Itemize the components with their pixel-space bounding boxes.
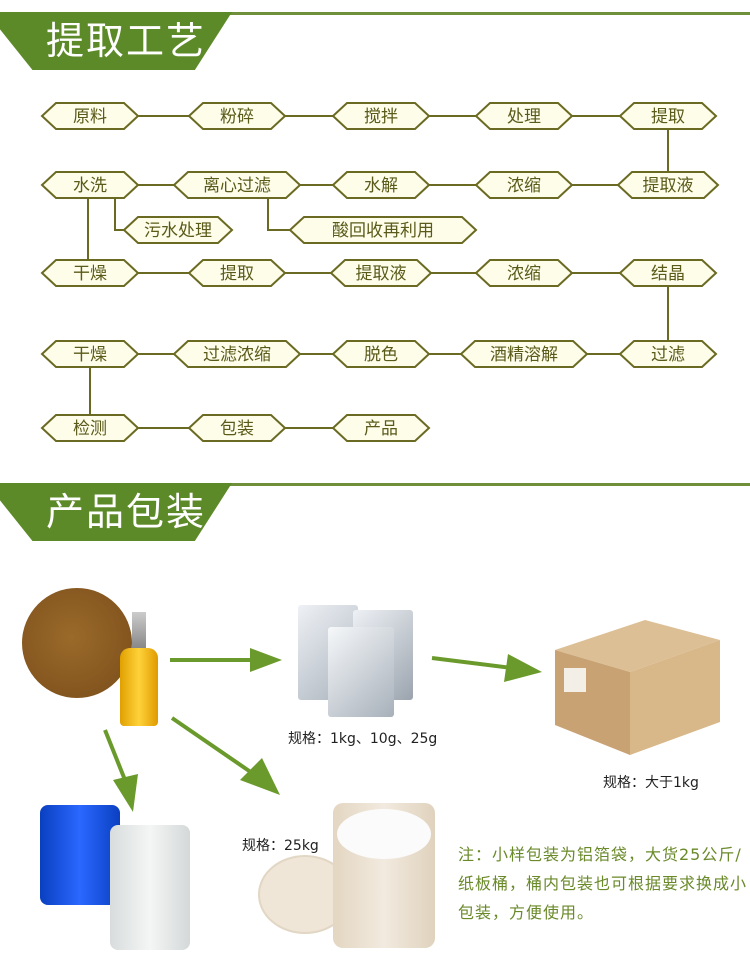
hexagon-shape: [172, 340, 302, 368]
flow-node-label: 粉碎: [220, 107, 254, 127]
oil-bottle-image: [118, 612, 160, 727]
arrow-to-box: [431, 656, 513, 670]
flow-node-label: 污水处理: [144, 221, 212, 241]
bag-spec: 规格：1kg、10g、25g: [288, 731, 438, 747]
foil-bags-image: [298, 605, 418, 717]
flow-node: 处理: [474, 102, 574, 130]
flow-node: 过滤浓缩: [172, 340, 302, 368]
flow-node: 水洗: [40, 171, 140, 199]
flow-node-label: 过滤浓缩: [203, 345, 271, 365]
flow-node: 污水处理: [122, 216, 234, 244]
packaging-section-title: 产品包装: [0, 483, 232, 541]
hexagon-shape: [40, 102, 140, 130]
hexagon-shape: [618, 340, 718, 368]
flow-node-label: 包装: [220, 419, 254, 439]
hexagon-shape: [474, 259, 574, 287]
flow-node: 水解: [331, 171, 431, 199]
flow-node-label: 提取: [651, 107, 685, 127]
drum-spec: 规格：25kg: [242, 838, 319, 854]
hexagon-shape: [288, 216, 478, 244]
hexagon-shape: [474, 171, 574, 199]
hexagon-shape: [40, 259, 140, 287]
white-jerrycan-image: [110, 825, 190, 950]
flow-node-label: 酸回收再利用: [332, 221, 434, 241]
hexagon-shape: [187, 259, 287, 287]
flow-node-label: 结晶: [651, 264, 685, 284]
flow-node-label: 处理: [507, 107, 541, 127]
flow-node: 离心过滤: [172, 171, 302, 199]
flow-node: 酒精溶解: [459, 340, 589, 368]
process-flowchart: 原料粉碎搅拌处理提取水洗离心过滤水解浓缩提取液干燥提取提取液浓缩结晶干燥过滤浓缩…: [40, 102, 720, 442]
flow-node: 结晶: [618, 259, 718, 287]
flow-node-label: 酒精溶解: [490, 345, 558, 365]
flow-node: 检测: [40, 414, 140, 442]
packaging-note: 注：小样包装为铝箔袋，大货25公斤/纸板桶，桶内包装也可根据要求换成小包装，方便…: [458, 845, 748, 922]
arrow-to-cans: [103, 729, 127, 781]
hexagon-shape: [40, 340, 140, 368]
hexagon-shape: [459, 340, 589, 368]
packaging-arrows: [103, 648, 542, 812]
flow-node: 脱色: [331, 340, 431, 368]
flow-node: 酸回收再利用: [288, 216, 478, 244]
hexagon-shape: [172, 171, 302, 199]
hexagon-shape: [329, 259, 433, 287]
blue-jerrycan-image: [40, 805, 120, 905]
hexagon-shape: [331, 340, 431, 368]
flow-node: 干燥: [40, 340, 140, 368]
flow-node-label: 浓缩: [507, 264, 541, 284]
hexagon-shape: [618, 102, 718, 130]
hexagon-shape: [616, 171, 720, 199]
section-divider: [0, 483, 750, 486]
flow-node: 提取: [618, 102, 718, 130]
flow-node-label: 提取液: [643, 176, 694, 196]
flow-node: 过滤: [618, 340, 718, 368]
hexagon-shape: [331, 102, 431, 130]
hexagon-shape: [474, 102, 574, 130]
fiber-drum-image: [333, 803, 435, 948]
flow-node: 浓缩: [474, 171, 574, 199]
flow-node-label: 提取: [220, 264, 254, 284]
hexagon-shape: [618, 259, 718, 287]
flow-node-label: 浓缩: [507, 176, 541, 196]
hexagon-shape: [40, 171, 140, 199]
arrow-to-drum: [170, 716, 257, 777]
flow-node-label: 干燥: [73, 264, 107, 284]
flow-node: 搅拌: [331, 102, 431, 130]
flow-node: 包装: [187, 414, 287, 442]
flow-node: 粉碎: [187, 102, 287, 130]
flow-node-label: 搅拌: [364, 107, 398, 127]
hexagon-shape: [331, 171, 431, 199]
flow-node-label: 原料: [73, 107, 107, 127]
hexagon-shape: [187, 102, 287, 130]
flow-node-label: 产品: [364, 419, 398, 439]
flow-node-label: 离心过滤: [203, 176, 271, 196]
flow-node-label: 检测: [73, 419, 107, 439]
process-section-title: 提取工艺: [0, 12, 232, 70]
carton-box-image: [555, 620, 720, 755]
section-divider: [0, 12, 750, 15]
flow-node-label: 水洗: [73, 176, 107, 196]
hexagon-shape: [187, 414, 287, 442]
flow-node-label: 水解: [364, 176, 398, 196]
flow-node: 干燥: [40, 259, 140, 287]
hexagon-shape: [122, 216, 234, 244]
flow-node: 提取: [187, 259, 287, 287]
flow-node: 提取液: [329, 259, 433, 287]
flow-node-label: 过滤: [651, 345, 685, 365]
flow-node-label: 提取液: [356, 264, 407, 284]
box-spec: 规格：大于1kg: [603, 775, 699, 791]
flow-node-label: 脱色: [364, 345, 398, 365]
flow-node: 提取液: [616, 171, 720, 199]
powder-sample-image: [22, 588, 132, 698]
hexagon-shape: [331, 414, 431, 442]
flow-node: 浓缩: [474, 259, 574, 287]
flow-node: 原料: [40, 102, 140, 130]
flow-node: 产品: [331, 414, 431, 442]
flow-node-label: 干燥: [73, 345, 107, 365]
hexagon-shape: [40, 414, 140, 442]
